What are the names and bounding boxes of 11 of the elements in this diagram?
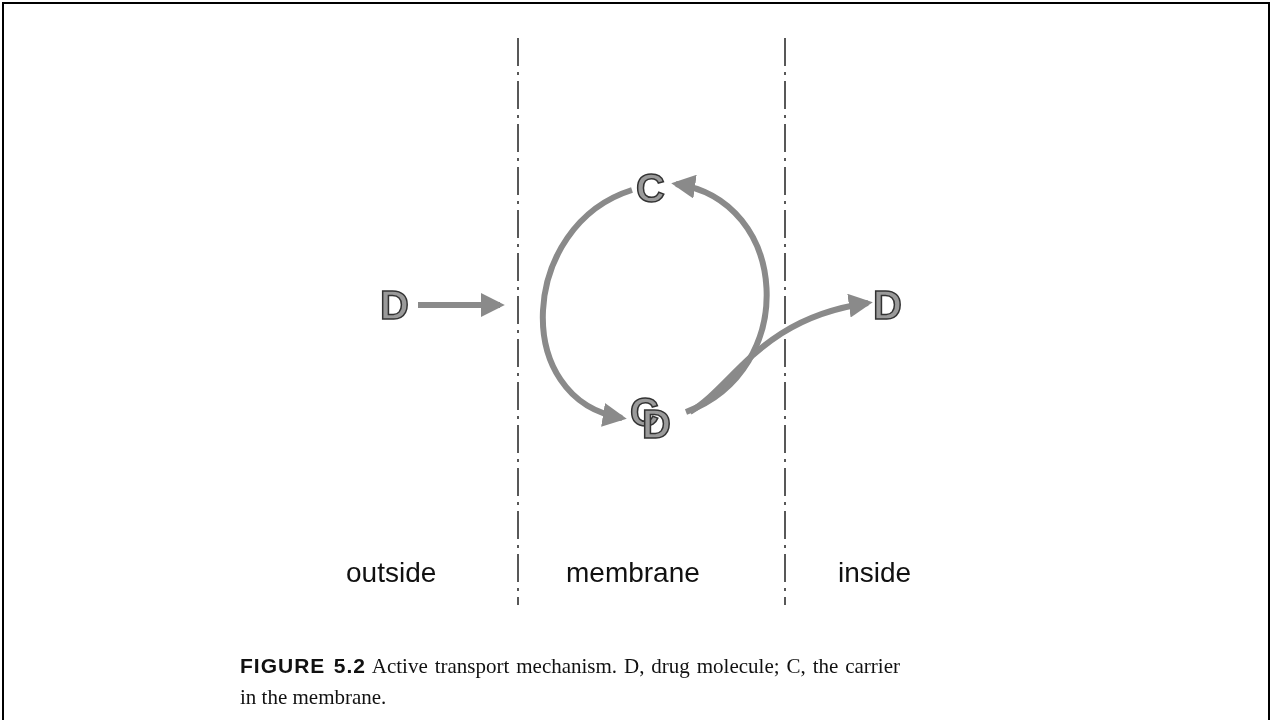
molecule-symbol: C xyxy=(636,168,668,208)
arrow xyxy=(540,187,634,424)
region-label: inside xyxy=(838,557,912,589)
arrow xyxy=(688,294,873,415)
arrow xyxy=(418,293,505,317)
molecule-symbol: D xyxy=(380,285,412,325)
arrow xyxy=(671,177,770,415)
molecule-symbol: D xyxy=(873,285,905,325)
region-label: outside xyxy=(346,557,437,589)
figure-caption: FIGURE 5.2 Active transport mechanism. D, drug molecule; C, the carrier in the membrane. xyxy=(240,653,900,711)
region-label: membrane xyxy=(566,557,700,589)
